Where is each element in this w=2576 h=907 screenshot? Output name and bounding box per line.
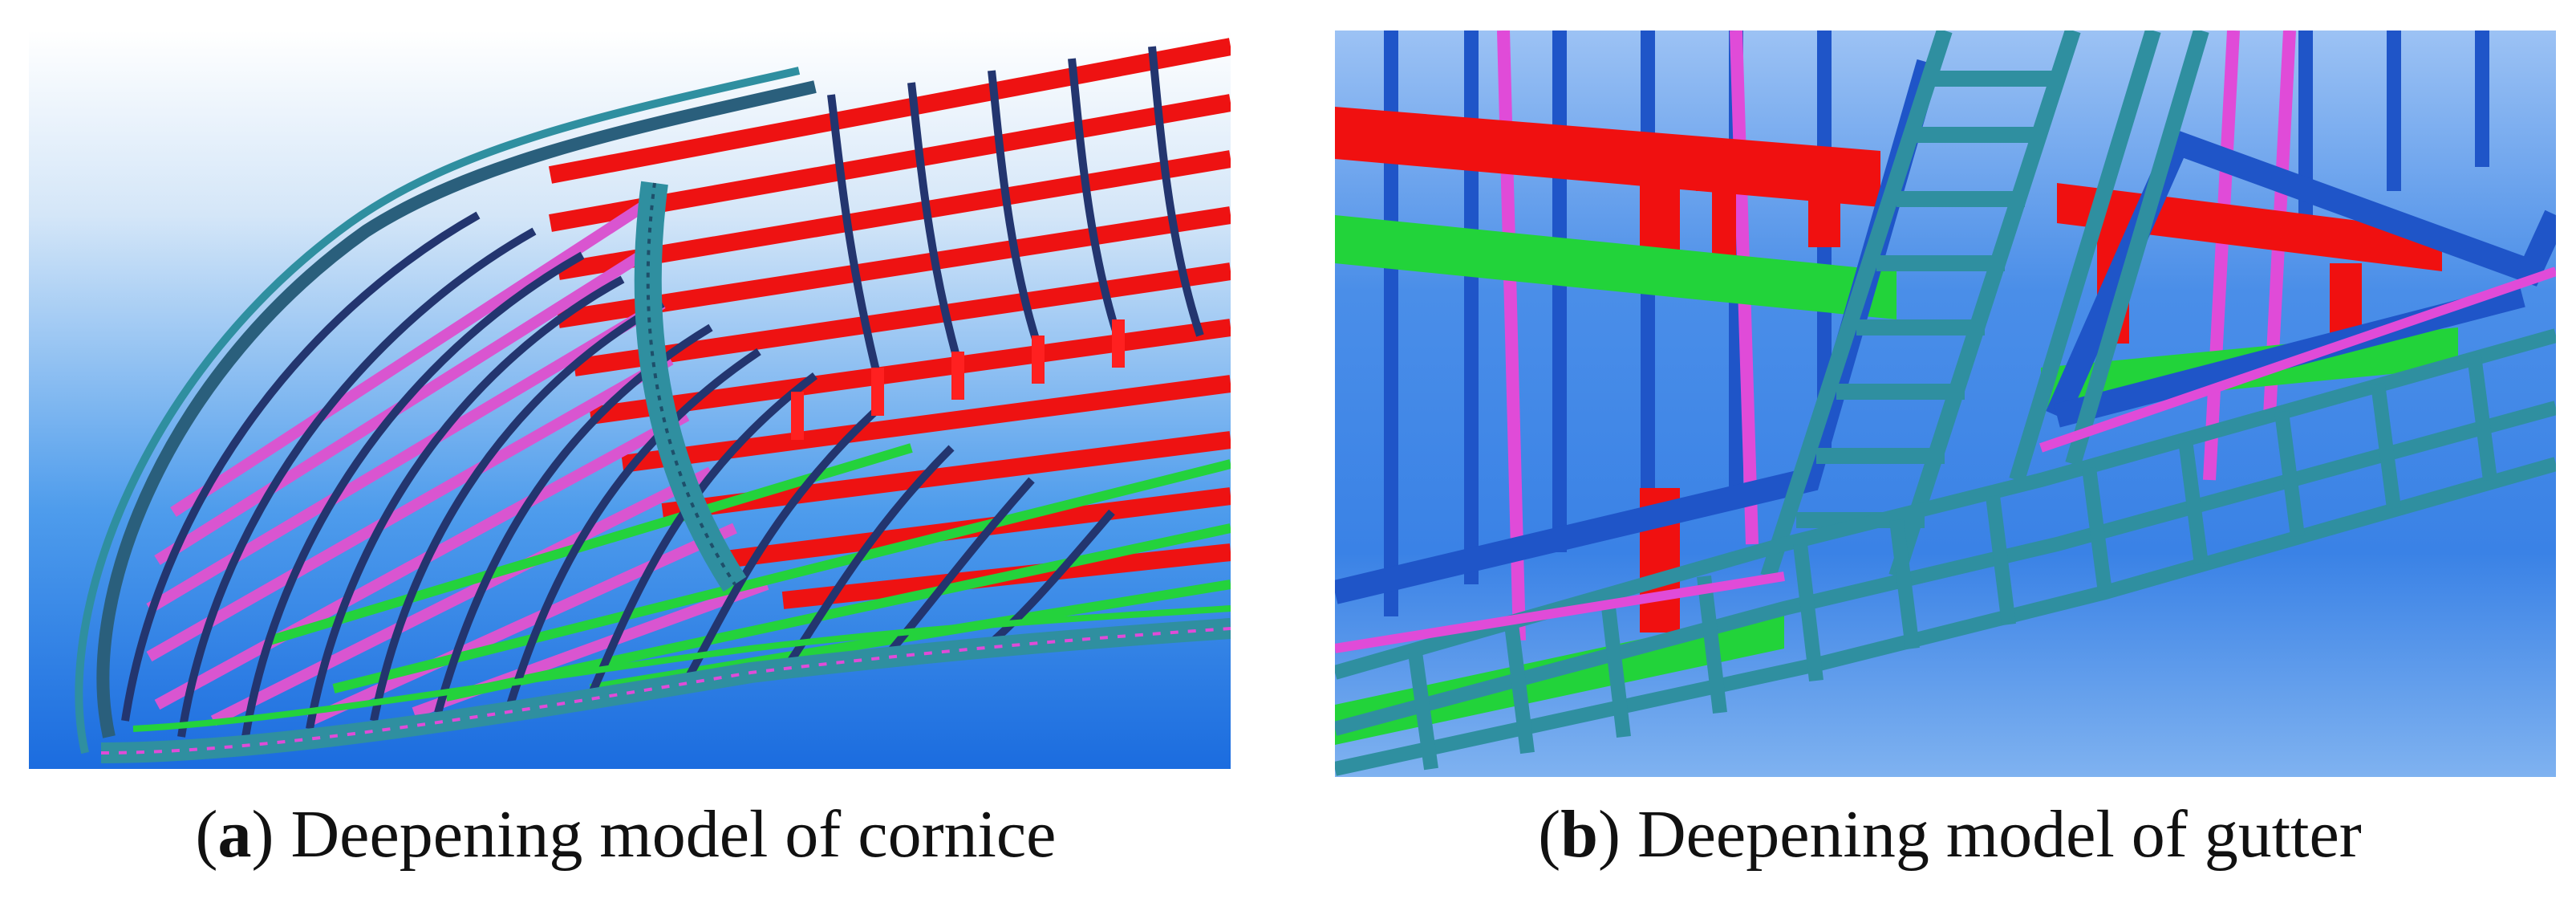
caption-a-text: Deepening model of cornice <box>274 797 1057 872</box>
gutter-rim <box>100 618 1231 763</box>
caption-b-text: Deepening model of gutter <box>1620 797 2362 872</box>
caption-a-letter: a <box>217 797 252 872</box>
gutter-model-image <box>1335 31 2556 777</box>
cornice-model-image <box>29 31 1231 769</box>
caption-a: (a) Deepening model of cornice <box>195 797 1057 872</box>
caption-b-letter: b <box>1560 797 1598 872</box>
figure-panel-b: (b) Deepening model of gutter <box>1324 0 2576 907</box>
teal-ladder <box>1760 31 2209 580</box>
gutter-grid <box>1335 328 2556 776</box>
cornice-model-render <box>29 31 1231 769</box>
cornice-grid <box>121 38 1231 738</box>
figure-panel-a: (a) Deepening model of cornice <box>0 0 1251 907</box>
gutter-model-render <box>1335 31 2556 777</box>
caption-b: (b) Deepening model of gutter <box>1538 797 2362 872</box>
